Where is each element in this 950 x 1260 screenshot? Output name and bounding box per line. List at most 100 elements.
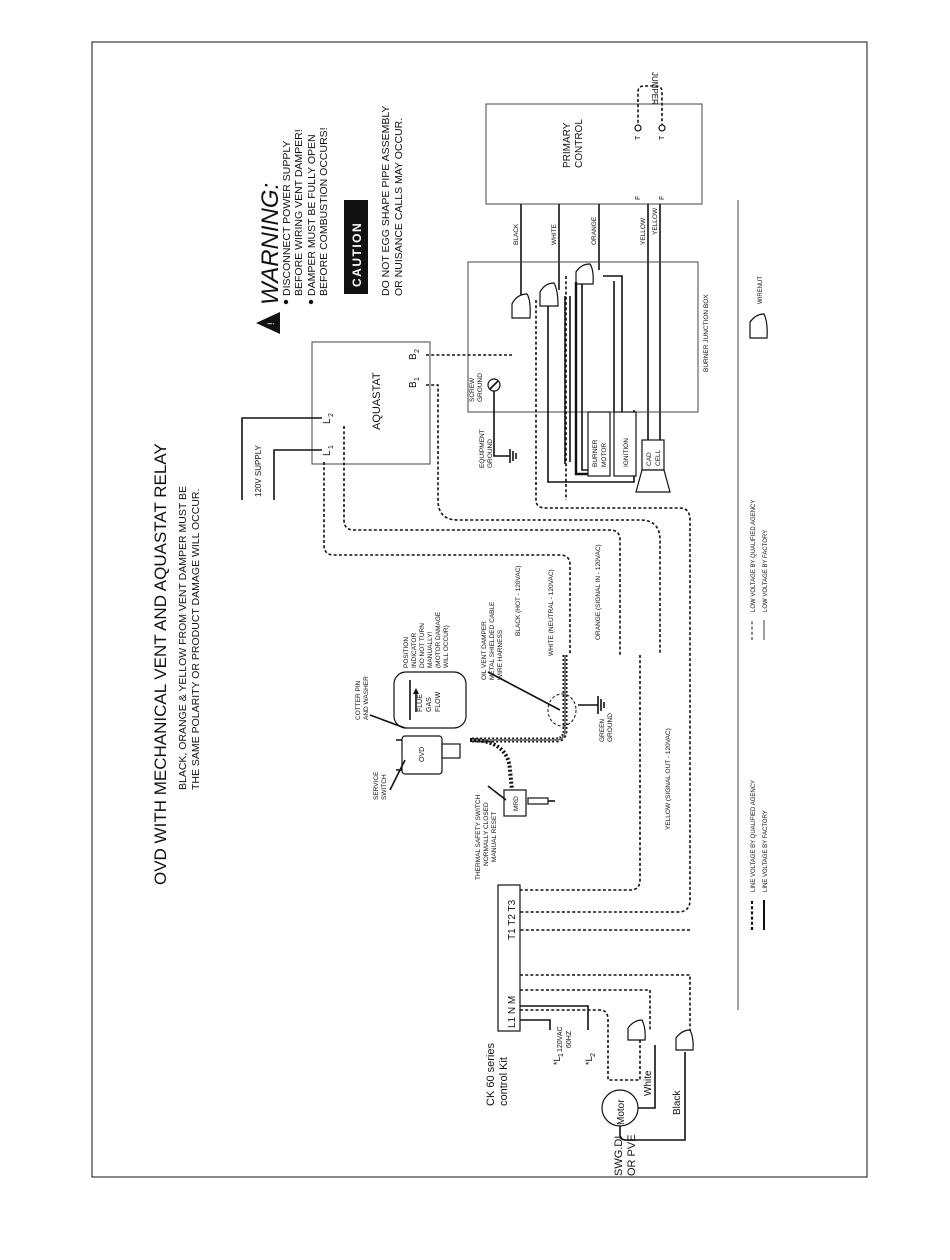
- primary-control-label-1: PRIMARY: [562, 122, 573, 168]
- primary-control: PRIMARY CONTROL JUMPER T T F F: [485, 72, 703, 205]
- green-ground-label-2: GROUND: [607, 713, 614, 742]
- position-label-1: POSITION: [403, 637, 410, 668]
- flue-label-1: FLUE: [417, 694, 424, 712]
- position-label-4: MANUALLY!: [427, 631, 434, 668]
- position-label-2: INDICATOR: [411, 633, 418, 668]
- warning-triangle-icon: [256, 312, 280, 334]
- wire-label-white: WHITE: [551, 223, 558, 245]
- svg-text:B: B: [408, 353, 419, 360]
- control-kit-hz: 60HZ: [566, 1030, 573, 1048]
- service-switch-label-1: SERVICE: [373, 771, 380, 800]
- line-voltage-legend: LINE VOLTAGE BY QUALIFIED AGENCY LINE VO…: [750, 780, 769, 930]
- aquastat-label: AQUASTAT: [371, 372, 383, 430]
- harness-label-black: BLACK (HOT - 120VAC): [515, 565, 522, 636]
- diagram-subtitle-2: THE SAME POLARITY OR PRODUCT DAMAGE WILL…: [190, 489, 202, 790]
- svg-text:!: !: [266, 322, 276, 325]
- legend-line-agency: LINE VOLTAGE BY QUALIFIED AGENCY: [751, 780, 757, 892]
- svg-text:F: F: [635, 196, 642, 200]
- green-ground-icon: [597, 696, 605, 714]
- position-label-6: WILL OCCUR): [443, 625, 450, 668]
- diagram-title: OVD WITH MECHANICAL VENT AND AQUASTAT RE…: [151, 443, 170, 885]
- svg-text:T: T: [635, 135, 642, 140]
- screw-ground-label-2: GROUND: [477, 373, 484, 402]
- caution-line-1: DO NOT EGG SHAPE PIPE ASSEMBLY: [380, 106, 392, 296]
- svg-text:*L: *L: [584, 1056, 594, 1065]
- svg-text:2: 2: [414, 349, 421, 353]
- burner-motor-label-1: BURNER: [592, 439, 599, 467]
- flue-label-3: FLOW: [435, 691, 442, 712]
- svg-text:1: 1: [414, 377, 421, 381]
- cable-label-2: METAL SHIELDED CABLE: [489, 601, 496, 680]
- thermal-label-2: NORMALLY CLOSED: [483, 802, 490, 866]
- harness-label-yellow: YELLOW (SIGNAL OUT - 120VAC): [665, 728, 672, 830]
- warning-block: ! WARNING: DISCONNECT POWER SUPPLY BEFOR…: [256, 127, 330, 334]
- svg-text:L: L: [322, 418, 333, 424]
- caution-line-2: OR NUISANCE CALLS MAY OCCUR.: [393, 118, 405, 296]
- wire-label-yellow-2: YELLOW: [652, 207, 659, 235]
- motor-wire-white: White: [643, 1070, 654, 1096]
- wirenut-legend-label: WIRENUT: [758, 276, 764, 304]
- wirenut-white-icon: [539, 282, 559, 307]
- cad-cell-label-1: CAD: [646, 452, 653, 466]
- svg-text:*L: *L: [552, 1056, 562, 1065]
- harness-label-orange: ORANGE (SIGNAL IN - 120VAC): [595, 544, 602, 640]
- equipment-ground-label-2: GROUND: [487, 439, 494, 468]
- warning-line-3: DAMPER MUST BE FULLY OPEN: [306, 134, 318, 296]
- legend-low-agency: LOW VOLTAGE BY QUALIFIED AGENCY: [751, 500, 757, 612]
- low-voltage-legend: LOW VOLTAGE BY QUALIFIED AGENCY LOW VOLT…: [751, 500, 769, 640]
- warning-heading: WARNING:: [257, 183, 284, 305]
- wirenut-motor-1-icon: [627, 1019, 646, 1041]
- vent-damper-assembly: FLUE GAS FLOW OVD SERVICE SWITCH COTTER …: [355, 611, 555, 880]
- wirenut-motor-2-icon: [675, 1029, 694, 1051]
- diagram-subtitle-1: BLACK, ORANGE & YELLOW FROM VENT DAMPER …: [177, 486, 189, 790]
- green-ground-label-1: GREEN: [599, 719, 606, 742]
- motor-wire-black: Black: [672, 1090, 683, 1115]
- control-kit-t-terminals: T1 T2 T3: [507, 899, 518, 940]
- equipment-ground-label-1: EQUIPMENT: [479, 429, 486, 468]
- control-kit-label-2: control Kit: [498, 1057, 510, 1106]
- motor-label: Motor: [616, 1099, 627, 1125]
- control-kit-terminals: L1 N M: [507, 996, 518, 1028]
- mrd-label: MRD: [513, 796, 520, 811]
- svg-text:1: 1: [558, 1053, 565, 1057]
- svg-text:F: F: [659, 196, 666, 200]
- svg-text:T: T: [659, 135, 666, 140]
- control-kit-label-1: CK 60 series: [485, 1043, 497, 1106]
- warning-line-4: BEFORE COMBUSTION OCCURS!: [318, 127, 330, 296]
- screw-ground-label-1: SCREW: [469, 377, 476, 402]
- junction-box-label: BURNER JUNCTION BOX: [703, 294, 710, 372]
- svg-text:2: 2: [328, 413, 335, 417]
- legend-low-factory: LOW VOLTAGE BY FACTORY: [763, 530, 769, 612]
- service-switch-label-2: SWITCH: [381, 774, 388, 800]
- cotter-label-1: COTTER PIN: [355, 680, 362, 720]
- motor-type-1: SWG.DI: [613, 1136, 625, 1176]
- motor-type-2: OR PVE: [626, 1134, 638, 1176]
- wire-label-orange: ORANGE: [591, 216, 598, 245]
- jumper-label: JUMPER: [650, 72, 659, 105]
- caution-badge: [344, 200, 368, 294]
- cad-cell-label-2: CELL: [655, 449, 662, 466]
- position-label-3: DO NOT TURN: [419, 623, 426, 668]
- cable-label-1: OIL VENT DAMPER: [481, 621, 488, 680]
- position-label-5: (MOTOR DAMAGE: [435, 611, 442, 668]
- burner-motor-label-2: MOTOR: [601, 443, 608, 467]
- wire-label-black: BLACK: [513, 223, 520, 245]
- thermal-label-1: THERMAL SAFETY SWITCH: [475, 794, 482, 880]
- thermal-label-3: MANUAL RESET: [491, 812, 498, 862]
- ck60-control-kit: T1 T2 T3 L1 N M CK 60 series control Kit…: [485, 884, 691, 1106]
- page-frame: [91, 41, 868, 1178]
- control-kit-vac: 120VAC: [557, 1026, 564, 1052]
- supply-label: 120V SUPPLY: [254, 444, 263, 497]
- svg-text:B: B: [408, 381, 419, 388]
- wire-label-yellow-1: YELLOW: [640, 217, 647, 245]
- wirenut-legend-icon: [749, 313, 768, 339]
- equipment-ground-icon: [509, 449, 517, 463]
- svg-text:2: 2: [590, 1053, 597, 1057]
- ignition-label: IGNITION: [623, 438, 630, 467]
- flue-label-2: GAS: [426, 697, 433, 712]
- caution-badge-label: CAUTION: [350, 222, 364, 287]
- warning-line-2: BEFORE WIRING VENT DAMPER!: [293, 129, 305, 296]
- caution-block: CAUTION DO NOT EGG SHAPE PIPE ASSEMBLY O…: [344, 106, 405, 296]
- ovd-label: OVD: [419, 747, 426, 762]
